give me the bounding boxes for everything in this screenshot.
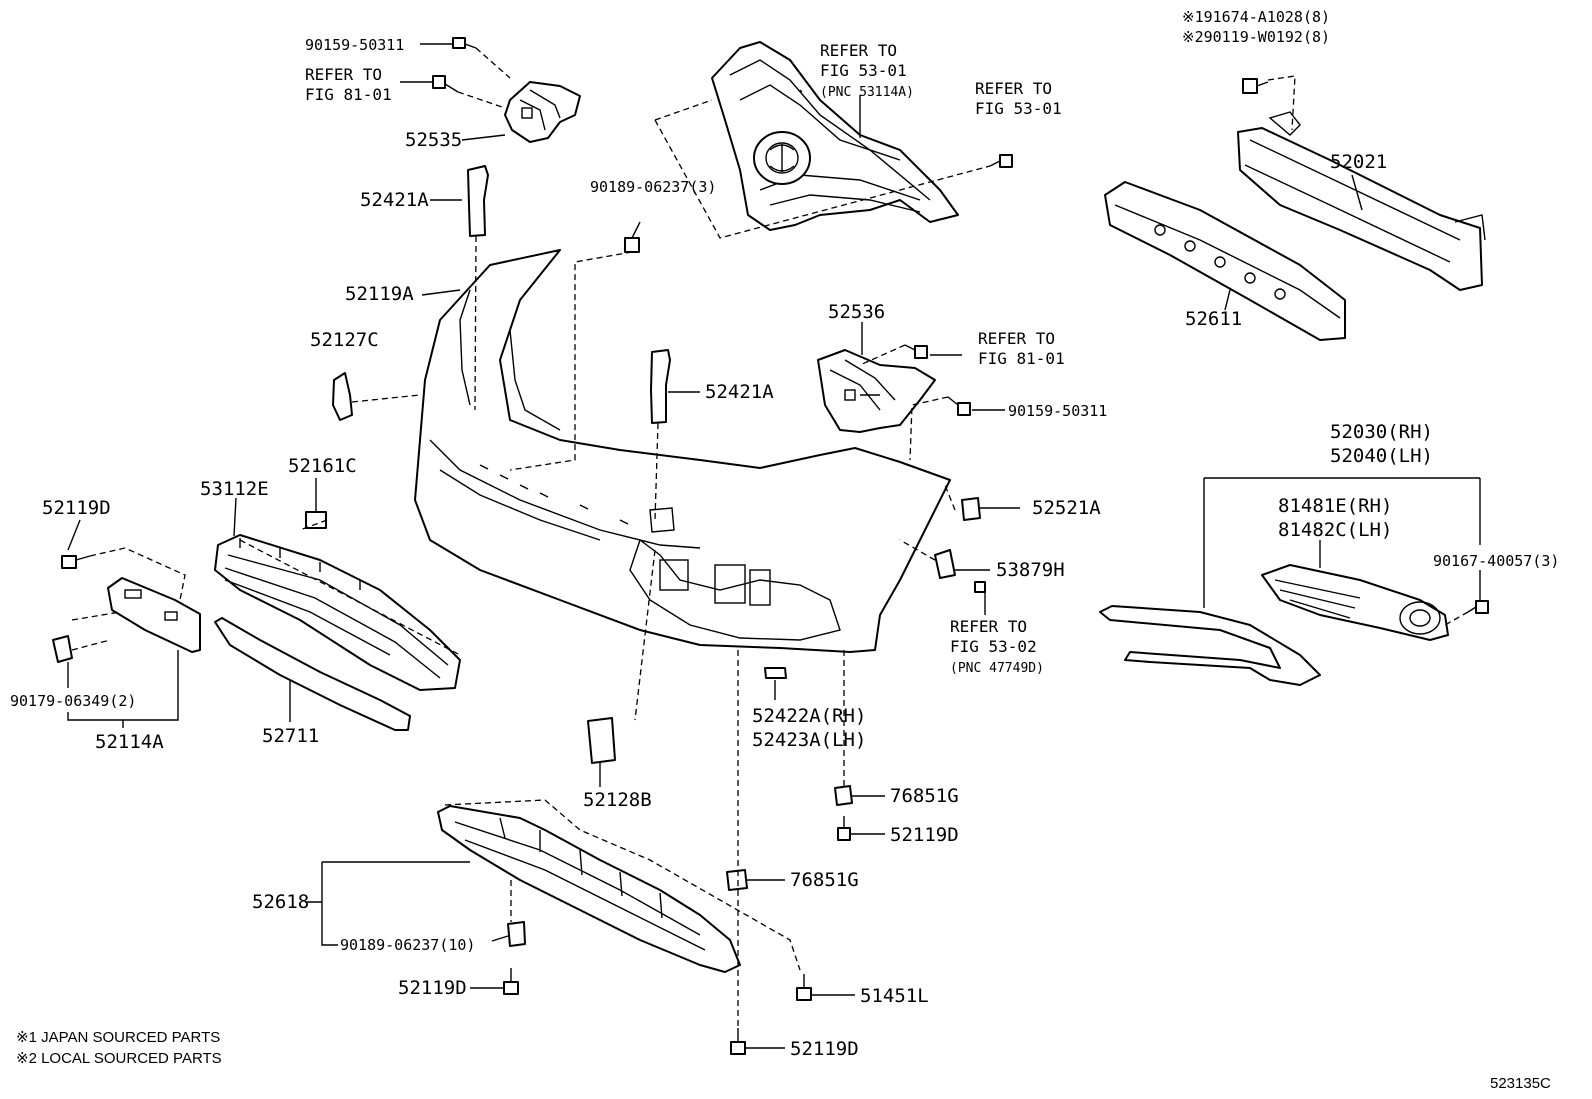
label-52421A-left: 52421A xyxy=(360,189,429,211)
clip-53879H xyxy=(934,549,956,579)
label-52423A: 52423A(LH) xyxy=(752,729,866,751)
label-91674: ※191674-A1028(8) xyxy=(1182,8,1330,26)
label-refer-53-01-top-2: FIG 53-01 xyxy=(820,61,907,80)
label-refer-81-01-right-1: REFER TO xyxy=(978,329,1055,348)
figure-id: 523135C xyxy=(1490,1075,1551,1092)
label-52119A: 52119A xyxy=(345,283,414,305)
label-52030: 52030(RH) xyxy=(1330,421,1433,443)
label-52119D-mid: 52119D xyxy=(890,824,959,846)
clip-90179 xyxy=(52,635,73,663)
label-53112E: 53112E xyxy=(200,478,269,500)
screw-51451L xyxy=(796,974,812,1001)
label-81482C: 81482C(LH) xyxy=(1278,519,1392,541)
label-52119D-bottom: 52119D xyxy=(790,1038,859,1060)
screw-refer53-02 xyxy=(974,581,986,593)
label-refer-53-01-top-1: REFER TO xyxy=(820,41,897,60)
label-refer-53-02-2: FIG 53-02 xyxy=(950,637,1037,656)
under-cover xyxy=(437,805,741,973)
label-52114A: 52114A xyxy=(95,731,164,753)
label-refer-81-01-left-1: REFER TO xyxy=(305,65,382,84)
label-52040: 52040(LH) xyxy=(1330,445,1433,467)
label-52127C: 52127C xyxy=(310,329,379,351)
label-52128B: 52128B xyxy=(583,789,652,811)
label-refer-81-01-left-2: FIG 81-01 xyxy=(305,85,392,104)
clip-52161C xyxy=(305,511,327,529)
screw-52119D-lower xyxy=(503,968,519,995)
label-81481E: 81481E(RH) xyxy=(1278,495,1392,517)
label-52422A: 52422A(RH) xyxy=(752,705,866,727)
note-japan-sourced: ※1 JAPAN SOURCED PARTS xyxy=(16,1029,220,1046)
absorber-52611 xyxy=(1104,181,1346,341)
clip-76851G-right xyxy=(834,785,853,806)
label-90119: ※290119-W0192(8) xyxy=(1182,28,1330,46)
label-52535: 52535 xyxy=(405,129,462,151)
label-90159-50311-right: 90159-50311 xyxy=(1008,402,1107,420)
screw-refer81-left xyxy=(432,75,459,93)
clip-52521A xyxy=(961,497,981,521)
label-52611: 52611 xyxy=(1185,308,1242,330)
front-grille xyxy=(711,41,959,231)
screw-91674 xyxy=(1242,78,1269,94)
assembly-lines xyxy=(71,47,1469,1028)
label-51451L: 51451L xyxy=(860,985,929,1007)
bumper-cover xyxy=(414,249,951,653)
clip-90189-3 xyxy=(624,237,640,253)
labels: 90159-50311 REFER TO FIG 81-01 52535 524… xyxy=(10,8,1559,1092)
label-90189-06237-10: 90189-06237(10) xyxy=(340,936,475,954)
label-76851G-right: 76851G xyxy=(890,785,959,807)
label-90159-50311-top: 90159-50311 xyxy=(305,36,404,54)
label-76851G-mid: 76851G xyxy=(790,869,859,891)
clip-76851G-mid xyxy=(726,869,748,891)
label-52521A: 52521A xyxy=(1032,497,1101,519)
label-refer-53-01-right-2: FIG 53-01 xyxy=(975,99,1062,118)
fog-molding xyxy=(1099,605,1321,686)
fog-bezel xyxy=(1261,564,1449,641)
label-52161C: 52161C xyxy=(288,455,357,477)
screw-90167 xyxy=(1467,600,1489,614)
screw-90159-top xyxy=(452,37,477,49)
clip-90189-10 xyxy=(507,921,526,947)
cover-52128B xyxy=(587,717,616,764)
label-52119D-lower: 52119D xyxy=(398,977,467,999)
bracket-52114A xyxy=(107,577,201,653)
label-52021: 52021 xyxy=(1330,151,1387,173)
label-refer-53-01-right-1: REFER TO xyxy=(975,79,1052,98)
screw-52119D-mid xyxy=(837,816,851,841)
label-refer-53-01-top-3: (PNC 53114A) xyxy=(820,85,914,100)
strip-52421A-mid xyxy=(650,349,671,424)
label-52421A-mid: 52421A xyxy=(705,381,774,403)
fasteners xyxy=(61,37,1489,1055)
screw-refer81-right xyxy=(904,344,928,359)
screw-52119D-bottom xyxy=(730,1028,746,1055)
label-52711: 52711 xyxy=(262,725,319,747)
label-refer-81-01-right-2: FIG 81-01 xyxy=(978,349,1065,368)
label-90167-40057: 90167-40057(3) xyxy=(1433,552,1559,570)
label-53879H: 53879H xyxy=(996,559,1065,581)
screw-refer53-right xyxy=(989,154,1013,168)
reinforcement-52021 xyxy=(1237,111,1486,291)
bracket-52536 xyxy=(817,349,936,433)
label-90179-06349: 90179-06349(2) xyxy=(10,692,136,710)
label-refer-53-02-1: REFER TO xyxy=(950,617,1027,636)
seal-52422A xyxy=(764,667,787,679)
molding-52711 xyxy=(214,617,411,731)
bracket-52535 xyxy=(504,81,581,143)
note-local-sourced: ※2 LOCAL SOURCED PARTS xyxy=(16,1050,222,1067)
cap-52127C xyxy=(332,372,353,421)
label-52119D-left: 52119D xyxy=(42,497,111,519)
screw-52119D-left xyxy=(61,555,91,569)
leader-lines xyxy=(67,43,1481,1049)
label-refer-53-02-3: (PNC 47749D) xyxy=(950,661,1044,676)
label-52618: 52618 xyxy=(252,891,309,913)
label-90189-06237-3: 90189-06237(3) xyxy=(590,178,716,196)
lower-grille xyxy=(214,534,461,691)
label-52536: 52536 xyxy=(828,301,885,323)
screw-90159-right xyxy=(947,396,971,416)
strip-52421A-left xyxy=(467,165,489,237)
